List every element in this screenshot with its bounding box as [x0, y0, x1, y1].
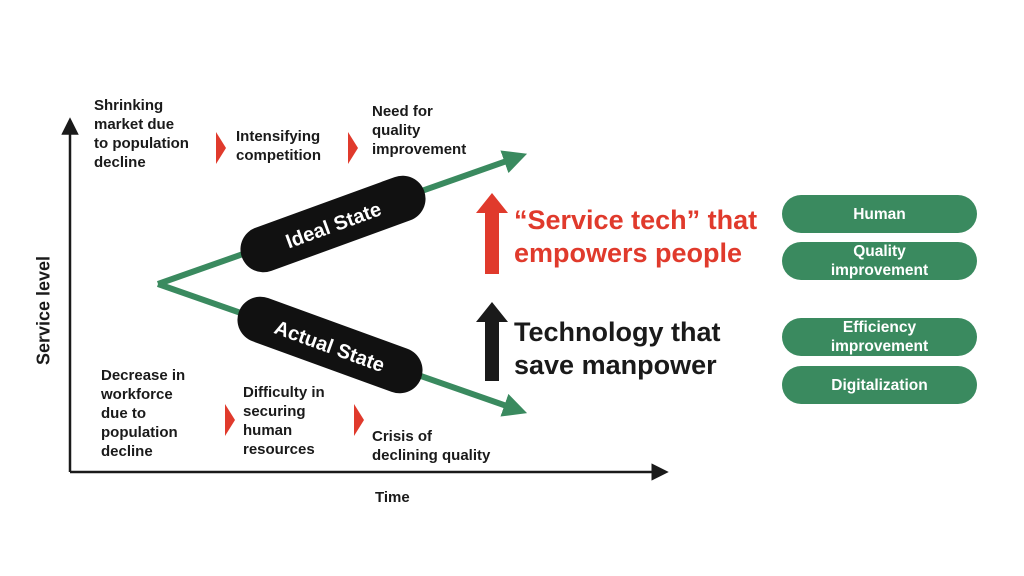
- bottom-flow-step-1: Decrease in workforce due to population …: [101, 367, 186, 460]
- flow-chevron-icon: [354, 404, 364, 436]
- flow-chevron-icon: [225, 404, 235, 436]
- y-axis-label: Service level: [33, 255, 54, 366]
- ideal-state-capsule: Ideal State: [240, 175, 426, 273]
- bottom-flow-step-3: Crisis of declining quality: [372, 428, 491, 464]
- black-up-arrow-icon: [476, 302, 508, 381]
- bottom-flow-step-2: Difficulty in securing human resources: [243, 384, 325, 458]
- manpower-saving-message: Technology that save manpower: [514, 317, 721, 380]
- x-axis-label: Time: [375, 489, 410, 506]
- flow-chevron-icon: [216, 132, 226, 164]
- service-tech-message: “Service tech” that empowers people: [514, 205, 758, 268]
- top-flow-step-2: Intensifying competition: [236, 128, 321, 164]
- red-up-arrow-icon: [476, 193, 508, 274]
- pill-efficiency-improvement: Efficiency improvement: [782, 318, 977, 356]
- top-flow-step-1: Shrinking market due to population decli…: [94, 97, 189, 171]
- pill-quality-improvement: Quality improvement: [782, 242, 977, 280]
- flow-chevron-icon: [348, 132, 358, 164]
- pill-digitalization: Digitalization: [782, 366, 977, 404]
- pill-human: Human: [782, 195, 977, 233]
- top-flow-step-3: Need for quality improvement: [372, 103, 467, 158]
